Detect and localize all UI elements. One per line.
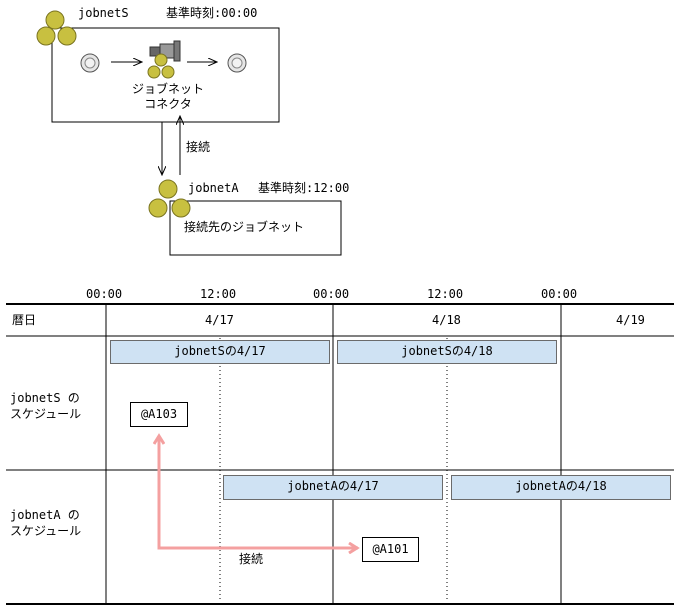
jobnet-a-base-time: 基準時刻:12:00 [258, 181, 350, 195]
date-label-2: 4/19 [616, 313, 645, 327]
date-label-1: 4/18 [432, 313, 461, 327]
end-node-icon [227, 53, 247, 73]
instance-connection-arrow [159, 436, 358, 550]
jobnet-s-base-time: 基準時刻:00:00 [166, 6, 258, 20]
schedule-bar-jobnet-a-418: jobnetAの4/18 [451, 475, 671, 500]
header-label-calendar-day: 暦日 [12, 313, 37, 327]
instance-jobnet-s: @A103 [130, 402, 188, 427]
jobnet-connector-icon [147, 40, 181, 79]
jobnet-a-name: jobnetA [188, 181, 239, 195]
jobnet-a-icon [148, 179, 191, 218]
jobnet-s-name: jobnetS [78, 6, 129, 20]
time-label-1: 12:00 [200, 287, 237, 301]
jobnet-a-box-text: 接続先のジョブネット [184, 220, 305, 234]
connection-label: 接続 [186, 140, 211, 154]
start-node-icon [80, 53, 100, 73]
time-label-0: 00:00 [86, 287, 123, 301]
jobnet-a-box [169, 200, 342, 256]
date-label-0: 4/17 [205, 313, 234, 327]
row-label-jobnet-s-line-2: スケジュール [10, 407, 82, 421]
schedule-bar-jobnet-s-418: jobnetSの4/18 [337, 340, 557, 364]
time-label-4: 00:00 [541, 287, 578, 301]
row-label-jobnet-a-line-1: jobnetA の [10, 508, 80, 522]
row-label-jobnet-s-line-1: jobnetS の [10, 391, 80, 405]
row-label-jobnet-a-line-2: スケジュール [10, 524, 82, 538]
time-label-2: 00:00 [313, 287, 350, 301]
instance-jobnet-a: @A101 [362, 537, 419, 562]
connector-label-line-2: コネクタ [144, 97, 192, 111]
time-label-3: 12:00 [427, 287, 464, 301]
instance-connection-label: 接続 [239, 552, 264, 566]
schedule-bar-jobnet-s-417: jobnetSの4/17 [110, 340, 330, 364]
jobnet-s-icon [36, 10, 77, 46]
connector-label-line-1: ジョブネット [131, 82, 204, 96]
schedule-bar-jobnet-a-417: jobnetAの4/17 [223, 475, 443, 500]
